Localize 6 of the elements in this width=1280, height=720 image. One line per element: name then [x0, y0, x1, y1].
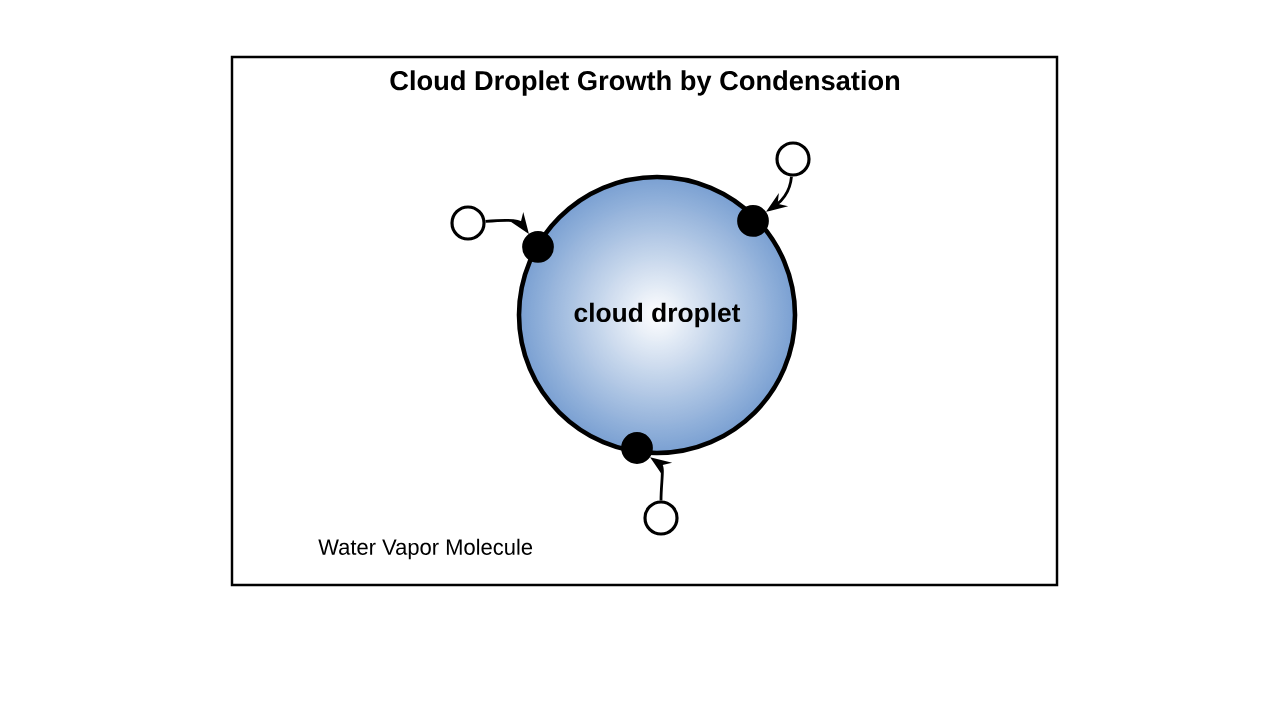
vapor-molecule	[643, 500, 679, 536]
vapor-molecule	[450, 205, 486, 241]
condensed-molecule	[621, 432, 653, 464]
title: Cloud Droplet Growth by Condensation	[390, 70, 900, 96]
label: Water Vapor Molecule	[318, 538, 533, 560]
vapor-molecule	[775, 141, 811, 177]
